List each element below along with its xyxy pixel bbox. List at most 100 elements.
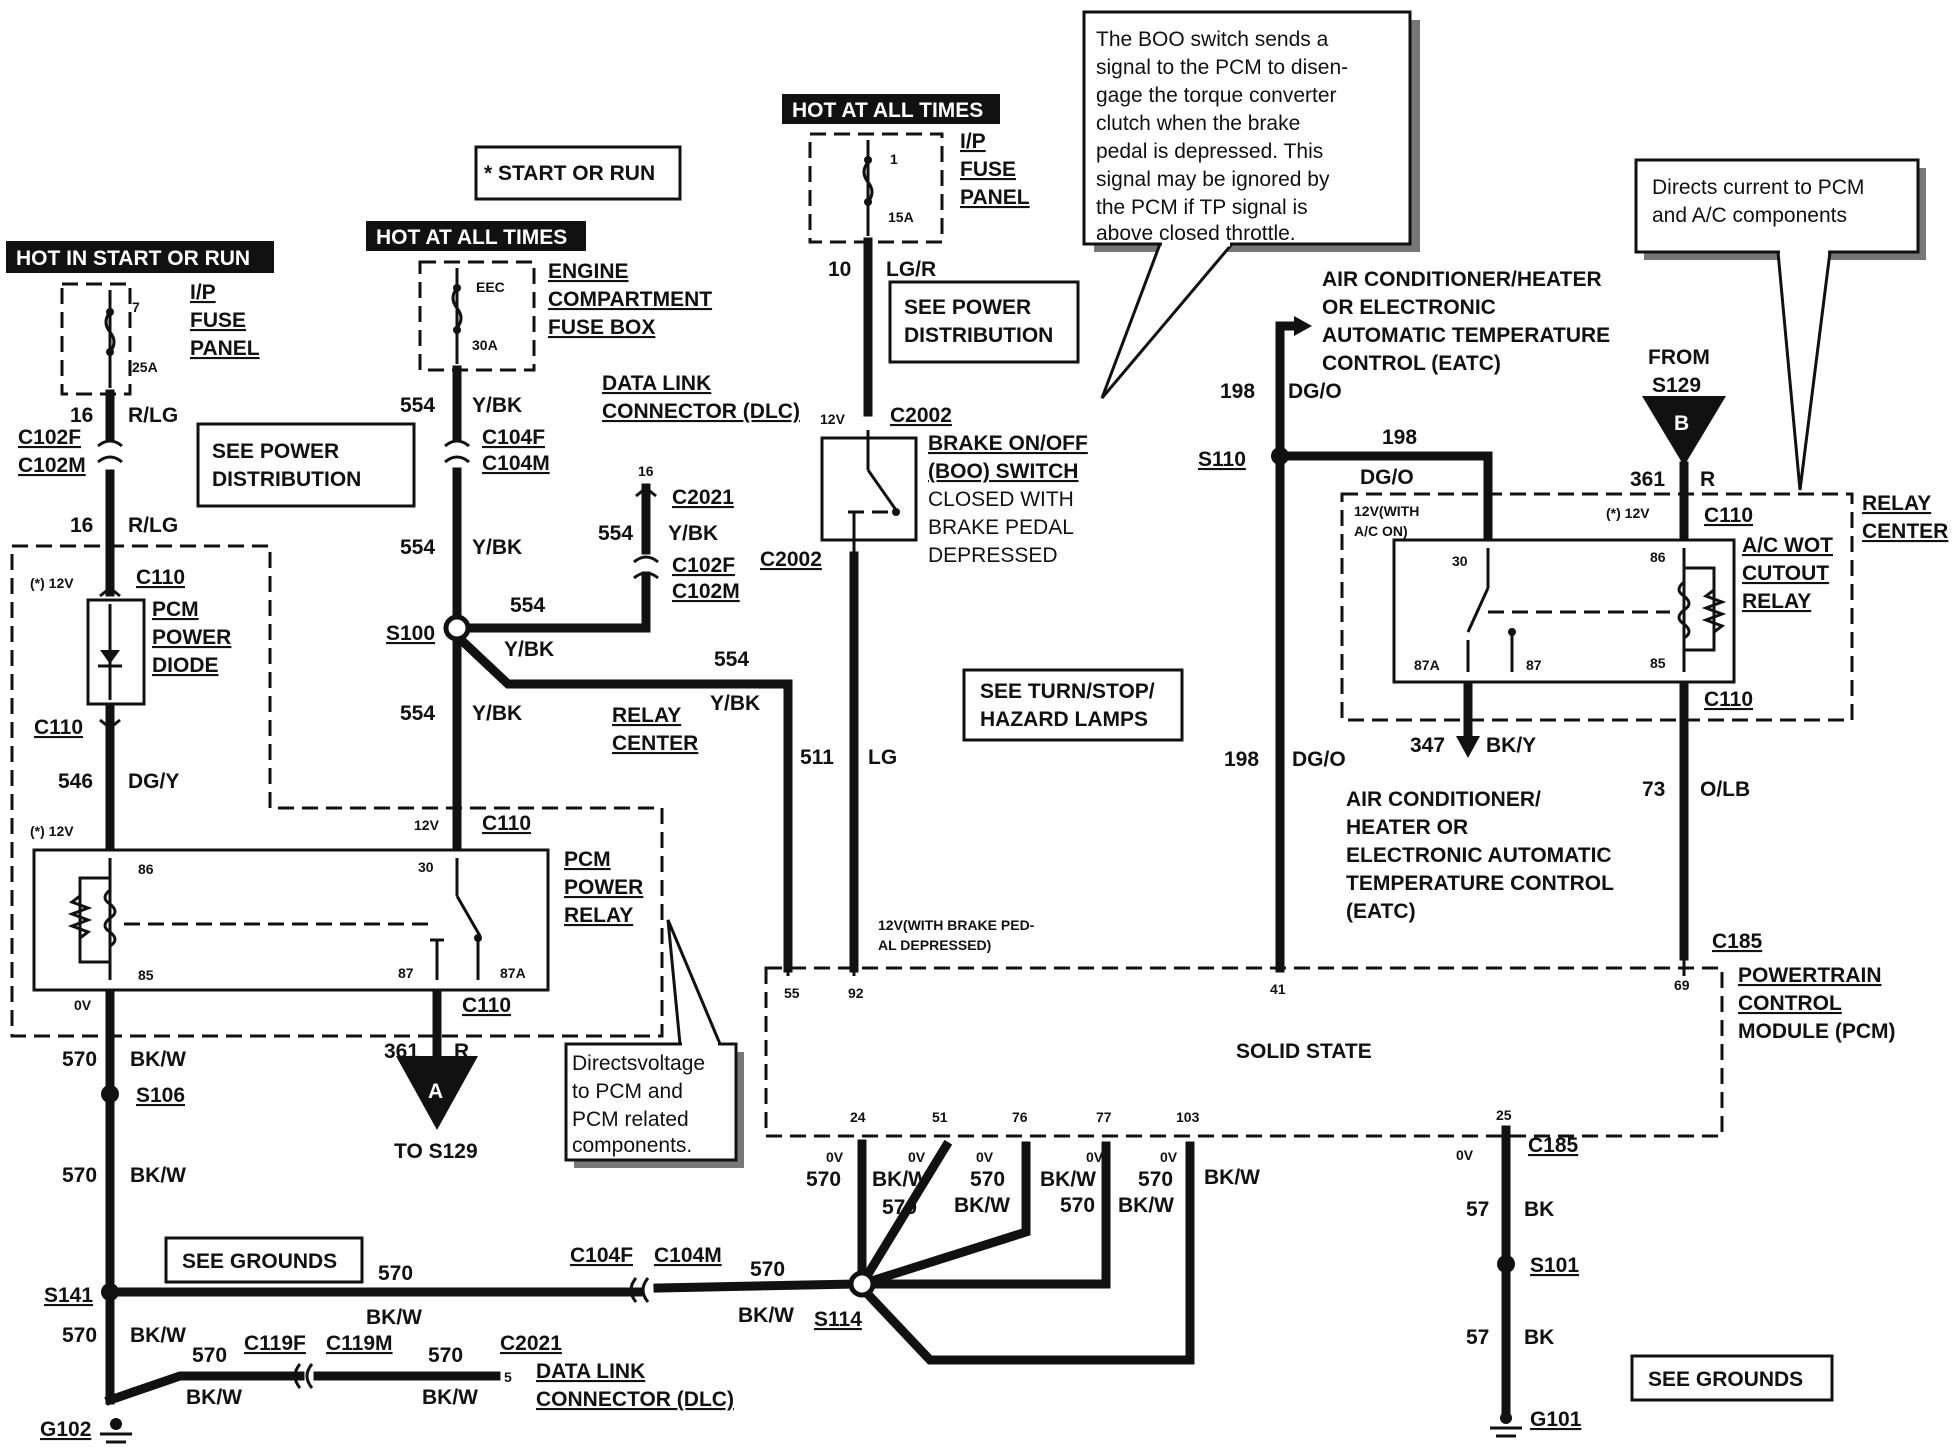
wire-label-ybk-c: Y/BK (668, 522, 718, 545)
connector-label-c104m: C104M (482, 452, 550, 475)
wire-label-bkw-a: BK/W (130, 1048, 186, 1071)
see-grounds-2: SEE GROUNDS (1630, 1354, 1834, 1402)
wire-label-bkw-d: BK/W (366, 1306, 422, 1329)
svg-text:S129: S129 (1652, 374, 1701, 397)
svg-text:TEMPERATURE CONTROL: TEMPERATURE CONTROL (1346, 872, 1614, 895)
pcm-power-relay (32, 848, 550, 992)
svg-text:B: B (1674, 412, 1689, 435)
ground-g101 (1490, 1412, 1522, 1438)
wire-label-bkw-h: BK/W (872, 1168, 928, 1191)
pcm-power-diode (86, 598, 146, 706)
svg-text:HAZARD LAMPS: HAZARD LAMPS (980, 708, 1148, 731)
svg-text:15A: 15A (888, 209, 914, 225)
splice-s100 (443, 614, 471, 642)
svg-text:FUSE: FUSE (190, 309, 246, 332)
svg-text:I/P: I/P (960, 130, 986, 153)
voltage-c185-bottom: 0V (1456, 1147, 1474, 1163)
svg-text:CLOSED WITH: CLOSED WITH (928, 488, 1074, 511)
svg-text:ENGINE: ENGINE (548, 260, 629, 283)
svg-text:DATA LINK: DATA LINK (536, 1360, 645, 1383)
wire-label-dgo-b: DG/O (1360, 466, 1414, 489)
wire-198-branch (1275, 451, 1493, 545)
connector-c102-left (97, 439, 123, 464)
to-s129-label: TO S129 (394, 1140, 478, 1163)
see-turn-stop-hazard: SEE TURN/STOP/ HAZARD LAMPS (962, 668, 1184, 742)
wire-198-main (1275, 321, 1303, 961)
splice-label-s110: S110 (1198, 448, 1246, 471)
connector-label-c110-relay-top: C110 (482, 812, 531, 835)
pin-pcm-76: 76 (1012, 1109, 1028, 1125)
voltage-relay-85: 0V (74, 997, 92, 1013)
wire-570-dlc-left (104, 1371, 305, 1406)
svg-text:AL DEPRESSED): AL DEPRESSED) (878, 937, 991, 953)
wire-label-546: 546 (58, 770, 93, 793)
connector-label-c104m-bottom: C104M (654, 1244, 722, 1267)
relay-center-right-boundary (1340, 492, 1854, 722)
wire-label-bkw-l: BK/W (1204, 1166, 1260, 1189)
pin-pcm-92: 92 (848, 985, 864, 1001)
wire-label-bkw-f: BK/W (186, 1386, 242, 1409)
connector-label-c119f: C119F (244, 1332, 306, 1355)
see-power-distribution-1: SEE POWER DISTRIBUTION (196, 422, 416, 508)
svg-text:signal may be ignored by: signal may be ignored by (1096, 168, 1330, 191)
connector-c104 (444, 439, 470, 464)
svg-text:and A/C components: and A/C components (1652, 204, 1847, 227)
svg-text:FROM: FROM (1648, 346, 1710, 369)
svg-text:RELAY: RELAY (1742, 590, 1811, 613)
pin-relay-30: 30 (418, 859, 434, 875)
pin-ac-85: 85 (1650, 655, 1666, 671)
svg-text:EEC: EEC (476, 279, 505, 295)
connector-label-c110-relay-bottom: C110 (462, 994, 511, 1017)
svg-text:DISTRIBUTION: DISTRIBUTION (904, 324, 1053, 347)
wire-label-ybk-e: Y/BK (710, 692, 760, 715)
relay-center-right-label: RELAY CENTER (1862, 492, 1948, 543)
wire-label-361-b: 361 (1630, 468, 1665, 491)
connector-c2021-dlc (633, 486, 659, 580)
svg-text:pedal is depressed. This: pedal is depressed. This (1096, 140, 1323, 163)
pin-pcm-69: 69 (1674, 977, 1690, 993)
wire-570-pcm-76 (856, 1141, 1031, 1290)
wire-label-bkw-j: BK/W (1040, 1168, 1096, 1191)
wire-570-pcm-103 (855, 1141, 1195, 1365)
wire-570-s114 (653, 1279, 863, 1293)
dlc-bottom-label: DATA LINK CONNECTOR (DLC) (536, 1360, 734, 1411)
voltage-boo-top: 12V (820, 411, 846, 427)
svg-text:SEE GROUNDS: SEE GROUNDS (1648, 1368, 1803, 1391)
splice-label-s114: S114 (814, 1308, 862, 1331)
wire-label-rlg-a: R/LG (128, 404, 178, 427)
svg-text:7: 7 (132, 299, 140, 315)
voltage-pin77: 0V (1086, 1149, 1104, 1165)
connector-label-c102f: C102F (18, 426, 81, 449)
wire-label-570-e: 570 (750, 1258, 785, 1281)
splice-s101 (1497, 1255, 1515, 1273)
svg-text:AIR CONDITIONER/HEATER: AIR CONDITIONER/HEATER (1322, 268, 1602, 291)
wire-label-554-c: 554 (598, 522, 633, 545)
splice-label-s141: S141 (44, 1284, 93, 1307)
connector-label-c119m: C119M (326, 1332, 393, 1355)
pin-ac-87: 87 (1526, 657, 1542, 673)
svg-text:above closed throttle.: above closed throttle. (1096, 222, 1296, 245)
connector-label-c110-diode-top: C110 (136, 566, 185, 589)
fuse-1-panel-label: I/P FUSE PANEL (960, 130, 1030, 209)
svg-text:CENTER: CENTER (1862, 520, 1948, 543)
wire-label-bk-b: BK (1524, 1326, 1554, 1349)
svg-text:CONNECTOR (DLC): CONNECTOR (DLC) (602, 400, 800, 423)
svg-text:ELECTRONIC AUTOMATIC: ELECTRONIC AUTOMATIC (1346, 844, 1612, 867)
wire-label-570-l: 570 (1138, 1168, 1173, 1191)
pcm-directs-callout: Directsvoltage to PCM and PCM related co… (564, 919, 744, 1168)
wire-570-pcm-51 (855, 1139, 953, 1291)
wire-label-lgr: LG/R (886, 258, 936, 281)
wire-label-57-a: 57 (1466, 1198, 1489, 1221)
connector-label-c2021-top: C2021 (672, 486, 734, 509)
wire-label-lg: LG (868, 746, 897, 769)
wire-label-r-b: R (1700, 468, 1715, 491)
connector-c110-diode-top (99, 586, 121, 598)
pin-c2021-16: 16 (638, 463, 654, 479)
connector-c119 (293, 1363, 314, 1389)
wire-label-570-i: 570 (882, 1196, 917, 1219)
voltage-relay-86: (*) 12V (30, 823, 74, 839)
wire-label-10: 10 (828, 258, 851, 281)
svg-text:HOT AT ALL TIMES: HOT AT ALL TIMES (376, 226, 567, 249)
svg-text:HOT IN START OR RUN: HOT IN START OR RUN (16, 247, 250, 270)
